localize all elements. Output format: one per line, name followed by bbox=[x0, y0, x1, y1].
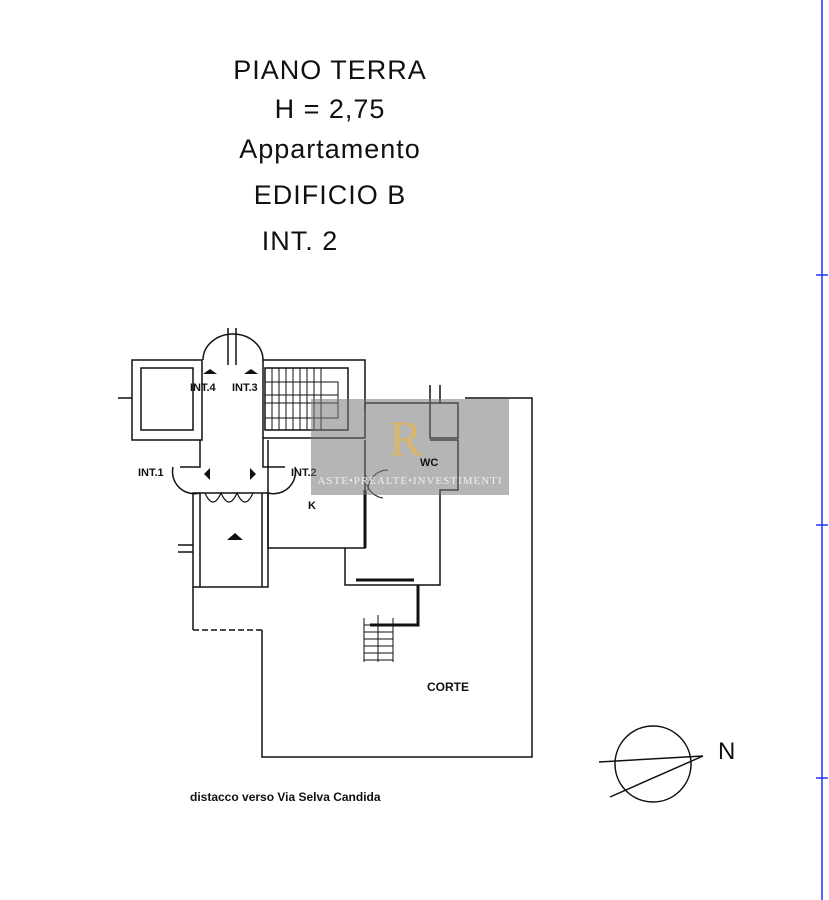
storage-room-int4 bbox=[118, 359, 203, 441]
label-kitchen: K bbox=[308, 500, 316, 512]
courtyard-boundary bbox=[261, 397, 533, 758]
entry-dome bbox=[202, 333, 264, 361]
floor-title: PIANO TERRA bbox=[233, 55, 427, 85]
watermark-logo: R bbox=[389, 410, 423, 466]
building-label: EDIFICIO B bbox=[253, 180, 407, 210]
ceiling-height: H = 2,75 bbox=[274, 94, 386, 124]
door-int2 bbox=[267, 466, 297, 495]
hallway bbox=[178, 492, 269, 631]
label-wc: WC bbox=[420, 457, 439, 469]
unit-type: Appartamento bbox=[239, 134, 421, 164]
label-int3: INT.3 bbox=[232, 382, 258, 394]
door-int1 bbox=[171, 466, 201, 495]
exterior-steps bbox=[363, 615, 394, 662]
north-arrow-icon bbox=[598, 725, 704, 803]
label-int1: INT.1 bbox=[138, 467, 164, 479]
unit-number: INT. 2 bbox=[261, 226, 339, 256]
label-int4: INT.4 bbox=[190, 382, 216, 394]
label-north: N bbox=[718, 738, 736, 765]
label-int2: INT.2 bbox=[291, 467, 317, 479]
label-courtyard: CORTE bbox=[427, 680, 469, 694]
watermark-text: ASTE•PREALTE•INVESTIMENTI bbox=[317, 475, 503, 487]
street-note: distacco verso Via Selva Candida bbox=[190, 790, 381, 804]
watermark: R ASTE•PREALTE•INVESTIMENTI bbox=[311, 399, 509, 495]
